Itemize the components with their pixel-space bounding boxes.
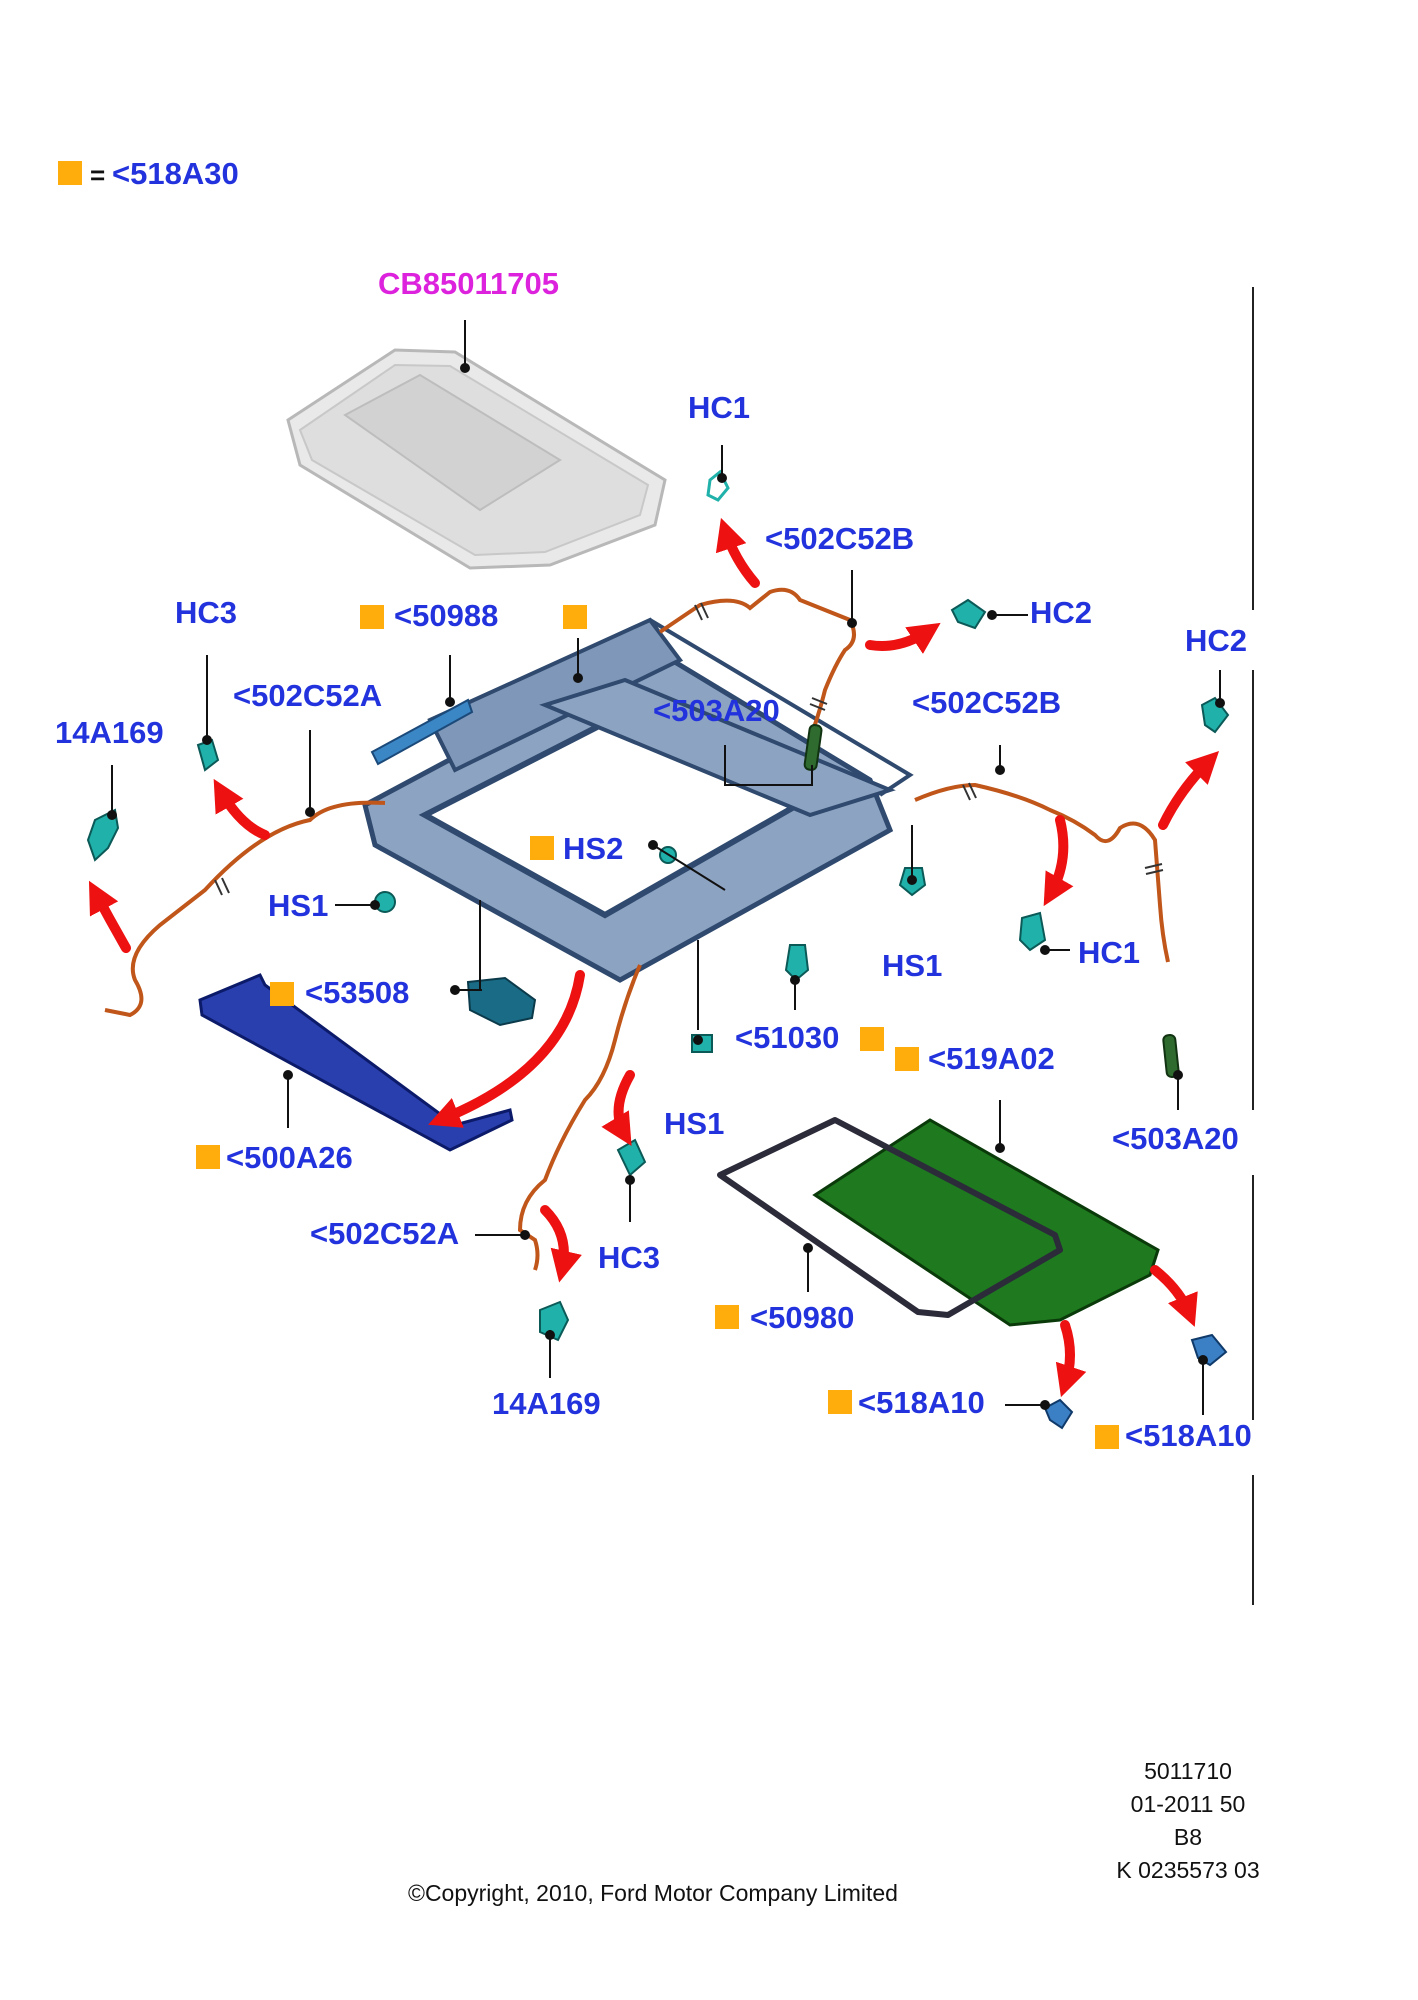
- highlight-500a26: [196, 1145, 220, 1169]
- label-500a26: <500A26: [226, 1140, 353, 1175]
- clips: [86, 469, 1230, 1430]
- label-502c52b-right: <502C52B: [912, 685, 1062, 720]
- ref-number-3: B8: [1173, 1824, 1203, 1850]
- label-hc3-left: HC3: [175, 595, 238, 630]
- sunshade: [198, 973, 514, 1152]
- ref-number-1: 5011710: [1144, 1758, 1232, 1784]
- drain-hose-right: [1162, 1033, 1180, 1079]
- label-14a169-bottom: 14A169: [492, 1386, 601, 1421]
- red-arrows: [88, 517, 1220, 1398]
- ref-number-2: 01-2011 50: [1130, 1791, 1246, 1817]
- legend-equals: =: [90, 160, 106, 190]
- label-502c52a-bottom: <502C52A: [310, 1216, 460, 1251]
- highlight-53508: [270, 982, 294, 1006]
- highlight-519a02: [895, 1047, 919, 1071]
- drive-cables: [104, 587, 1170, 1271]
- label-14a169-left: 14A169: [55, 715, 164, 750]
- glass-panel-green: [812, 1118, 1160, 1327]
- label-hs1-left: HS1: [268, 888, 329, 923]
- label-hs1-right: HS1: [882, 948, 943, 983]
- label-519a02: <519A02: [928, 1041, 1055, 1076]
- label-503a20-right: <503A20: [1112, 1121, 1239, 1156]
- label-hc2-mid: HC2: [1030, 595, 1093, 630]
- deflector-strip: [370, 698, 474, 766]
- label-cb85011705: CB85011705: [378, 266, 559, 301]
- label-hc2-right: HC2: [1185, 623, 1248, 658]
- glass-panel-assembly: [286, 348, 667, 570]
- label-hs1-bottom: HS1: [664, 1106, 725, 1141]
- highlight-frame: [563, 605, 587, 629]
- highlight-51030: [860, 1027, 884, 1051]
- highlight-50988: [360, 605, 384, 629]
- label-53508: <53508: [305, 975, 410, 1010]
- label-50980: <50980: [750, 1300, 855, 1335]
- label-hc1-top: HC1: [688, 390, 751, 425]
- label-518a10-right: <518A10: [1125, 1418, 1252, 1453]
- sunroof-motor: [466, 976, 537, 1027]
- label-503a20-mid: <503A20: [653, 693, 780, 728]
- label-518a10-left: <518A10: [858, 1385, 985, 1420]
- highlight-518a10-right: [1095, 1425, 1119, 1449]
- highlight-518a10-left: [828, 1390, 852, 1414]
- ref-number-4: K 0235573 03: [1116, 1857, 1260, 1883]
- label-hc1-right: HC1: [1078, 935, 1141, 970]
- label-502c52b-top: <502C52B: [765, 521, 915, 556]
- highlight-hs2: [530, 836, 554, 860]
- leader-lines: [107, 320, 1225, 1415]
- cable-break-marks: [214, 602, 1164, 896]
- drain-hose-mid: [803, 724, 823, 771]
- legend-code: <518A30: [112, 156, 239, 191]
- weatherstrip-seal: [717, 1117, 1063, 1318]
- legend-swatch: [58, 161, 82, 185]
- copyright: ©Copyright, 2010, Ford Motor Company Lim…: [408, 1880, 898, 1906]
- highlight-50980: [715, 1305, 739, 1329]
- sunroof-frame: [362, 617, 914, 983]
- label-hc3-bottom: HC3: [598, 1240, 661, 1275]
- label-51030: <51030: [735, 1020, 840, 1055]
- label-50988: <50988: [394, 598, 499, 633]
- label-502c52a-top: <502C52A: [233, 678, 383, 713]
- label-hs2: HS2: [563, 831, 624, 866]
